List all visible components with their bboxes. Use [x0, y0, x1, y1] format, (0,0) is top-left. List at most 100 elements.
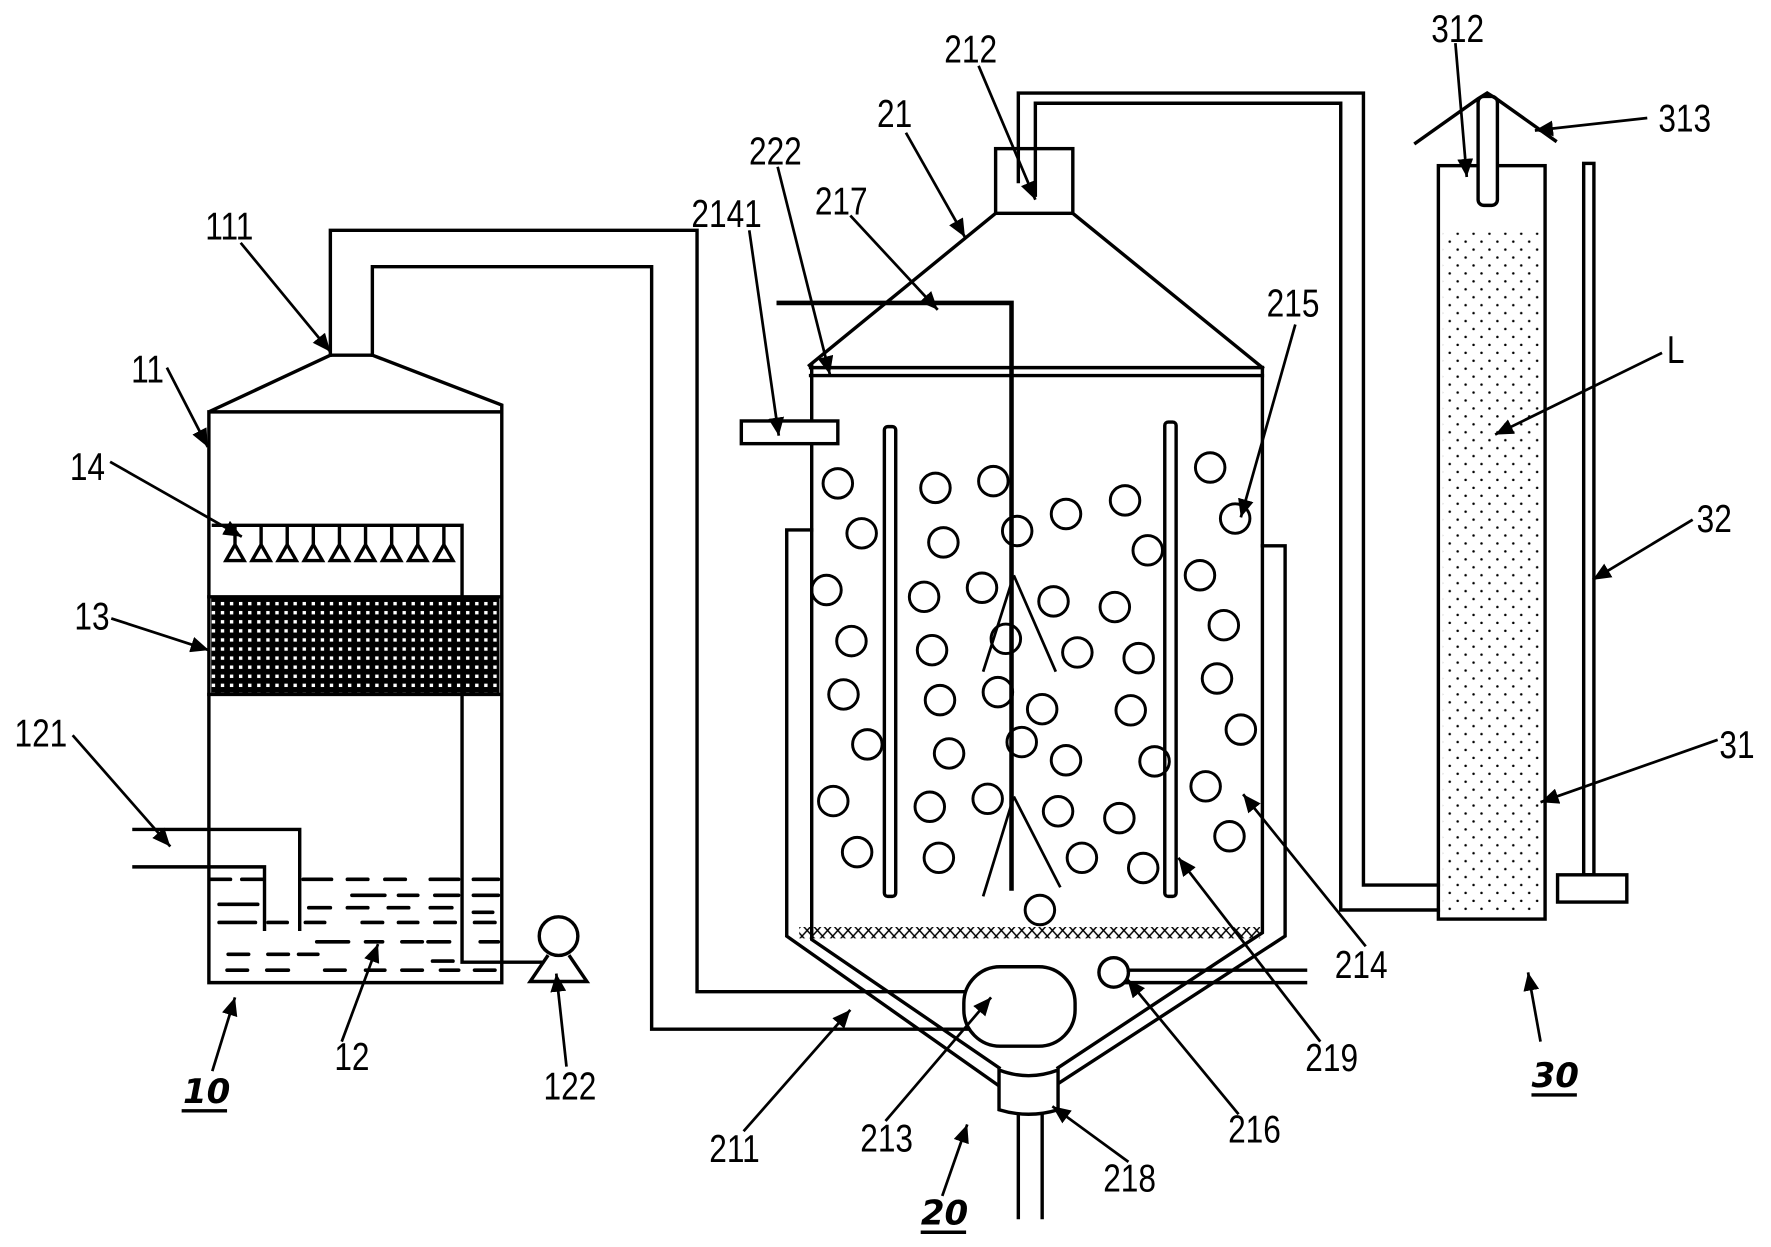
- label-scrubber-tower: 11: [131, 348, 164, 391]
- media-bead: [924, 843, 954, 873]
- stirrer-blades: [983, 575, 1060, 896]
- media-bead: [921, 473, 951, 503]
- media-bead: [1124, 643, 1154, 673]
- media-bead: [847, 519, 877, 549]
- baffle-right: [1165, 422, 1176, 896]
- leader-32: [1593, 520, 1693, 580]
- leader-313: [1535, 118, 1647, 130]
- vessel-lid: [811, 368, 1263, 376]
- label-jacket-port: 2141: [691, 193, 761, 236]
- drain-outlet: [999, 1070, 1058, 1114]
- label-unit-reactor: 20: [921, 1193, 968, 1233]
- spray-nozzle: [356, 525, 374, 560]
- leader-111: [241, 243, 331, 352]
- leader-21: [906, 133, 965, 237]
- stand-base: [1558, 875, 1627, 902]
- media-bead: [909, 582, 939, 612]
- label-unit-column: 30: [1532, 1056, 1579, 1096]
- aerator: [964, 967, 1075, 1046]
- label-stand: 32: [1697, 498, 1732, 541]
- media-bead: [1226, 715, 1256, 745]
- media-bead: [934, 739, 964, 769]
- sensor-port: [741, 421, 837, 444]
- column-unit: [1416, 93, 1627, 919]
- leader-219: [1178, 858, 1320, 1042]
- leader-31: [1541, 740, 1718, 802]
- media-bead: [853, 730, 883, 760]
- media-bead: [1051, 745, 1081, 775]
- media-bead: [823, 469, 853, 499]
- leader-10: [212, 997, 235, 1071]
- spray-nozzle: [330, 525, 348, 560]
- label-baffle: 219: [1305, 1037, 1358, 1080]
- leader-12: [342, 944, 378, 1042]
- media-bead: [819, 786, 849, 816]
- stand-rod: [1584, 163, 1594, 874]
- label-vessel: 21: [877, 93, 912, 136]
- label-spray: 14: [70, 446, 105, 489]
- media-bead: [979, 466, 1009, 496]
- spray-nozzle: [383, 525, 401, 560]
- media-bead: [1002, 516, 1032, 546]
- label-aerator: 213: [860, 1118, 913, 1161]
- label-media: 215: [1267, 283, 1320, 326]
- media-bead: [917, 635, 947, 665]
- media-bead: [1185, 561, 1215, 591]
- liquid-sump: [210, 879, 498, 970]
- label-stirrer: 217: [815, 181, 868, 224]
- inlet-tube: [1478, 96, 1497, 205]
- leader-122: [556, 974, 566, 1067]
- media-bead: [1067, 843, 1097, 873]
- media-bead: [837, 626, 867, 656]
- scrubber-unit: [134, 230, 972, 1029]
- label-packing: 13: [74, 596, 109, 639]
- media-bead: [1215, 821, 1245, 851]
- circulation-pump[interactable]: [530, 917, 587, 982]
- media-bead: [1039, 587, 1069, 617]
- label-unit-scrubber: 10: [183, 1072, 230, 1112]
- baffle-left: [884, 427, 895, 897]
- label-side-port: 216: [1228, 1109, 1281, 1152]
- media-bead: [973, 784, 1003, 814]
- media-bead: [1025, 895, 1055, 925]
- packing-L: [1443, 233, 1541, 915]
- label-inlet: 121: [14, 713, 67, 756]
- media-bead: [1100, 592, 1130, 622]
- media-bead: [812, 575, 842, 605]
- leader-121: [73, 735, 171, 846]
- media-bead: [842, 837, 872, 867]
- media-bead: [915, 792, 945, 822]
- spray-nozzle: [252, 525, 270, 560]
- side-port: [1099, 958, 1129, 988]
- media-bead: [925, 685, 955, 715]
- gas-line-outer: [1018, 93, 1438, 885]
- leader-20: [942, 1124, 967, 1195]
- pump-body: [539, 917, 578, 956]
- label-liquid: 12: [334, 1036, 369, 1079]
- media-bead: [829, 680, 859, 710]
- label-inlet-tube: 312: [1431, 8, 1484, 51]
- media-bead: [1133, 536, 1163, 566]
- media-bead: [1116, 696, 1146, 726]
- packing-layer: [211, 597, 499, 695]
- label-packing-L: L: [1667, 329, 1685, 372]
- label-scrubber-outlet: 111: [205, 206, 253, 249]
- pump-base: [530, 957, 587, 982]
- label-column: 31: [1719, 724, 1754, 767]
- label-lid: 222: [749, 131, 802, 174]
- spray-nozzle: [435, 525, 453, 560]
- media-beads: [812, 453, 1256, 925]
- media-bead: [1128, 853, 1158, 883]
- leader-30: [1528, 972, 1540, 1041]
- label-hood: 313: [1658, 98, 1711, 141]
- media-bead: [1195, 453, 1225, 483]
- vessel-roof: [809, 213, 1262, 367]
- media-bead: [1027, 694, 1057, 724]
- leader-14: [110, 462, 242, 537]
- spray-nozzles: [226, 525, 453, 560]
- label-drain: 218: [1103, 1158, 1156, 1201]
- media-bead: [1043, 797, 1073, 827]
- gas-line-inner: [1035, 103, 1438, 910]
- spray-nozzle: [278, 525, 296, 560]
